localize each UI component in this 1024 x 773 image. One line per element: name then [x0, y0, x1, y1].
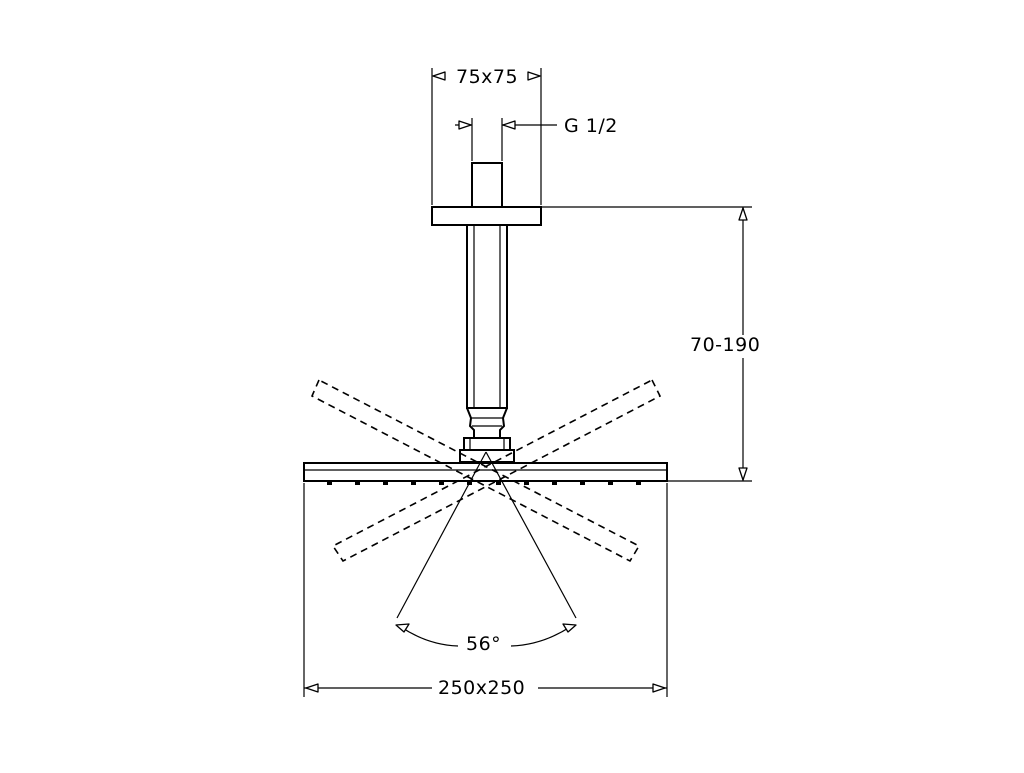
swivel-joint	[459, 407, 515, 463]
dim-height-label: 70-190	[690, 334, 761, 356]
dim-thread-lines	[455, 118, 557, 161]
dim-height-lines	[541, 206, 752, 482]
ceiling-flange	[431, 206, 542, 226]
dim-head-label: 250x250	[438, 677, 526, 699]
shower-head	[303, 462, 668, 482]
shower-arm	[466, 224, 508, 409]
dim-thread-label: G 1/2	[564, 115, 618, 137]
dim-angle-lines	[395, 451, 577, 647]
thread-connector	[471, 162, 503, 208]
dim-flange-lines	[431, 68, 542, 205]
tilt-right-outline	[331, 378, 662, 563]
dim-head-lines	[303, 483, 668, 697]
spray-nozzles	[327, 481, 641, 485]
tilt-left-outline	[310, 378, 641, 563]
dim-angle-label: 56°	[466, 633, 502, 655]
dim-flange-label: 75x75	[456, 66, 519, 88]
